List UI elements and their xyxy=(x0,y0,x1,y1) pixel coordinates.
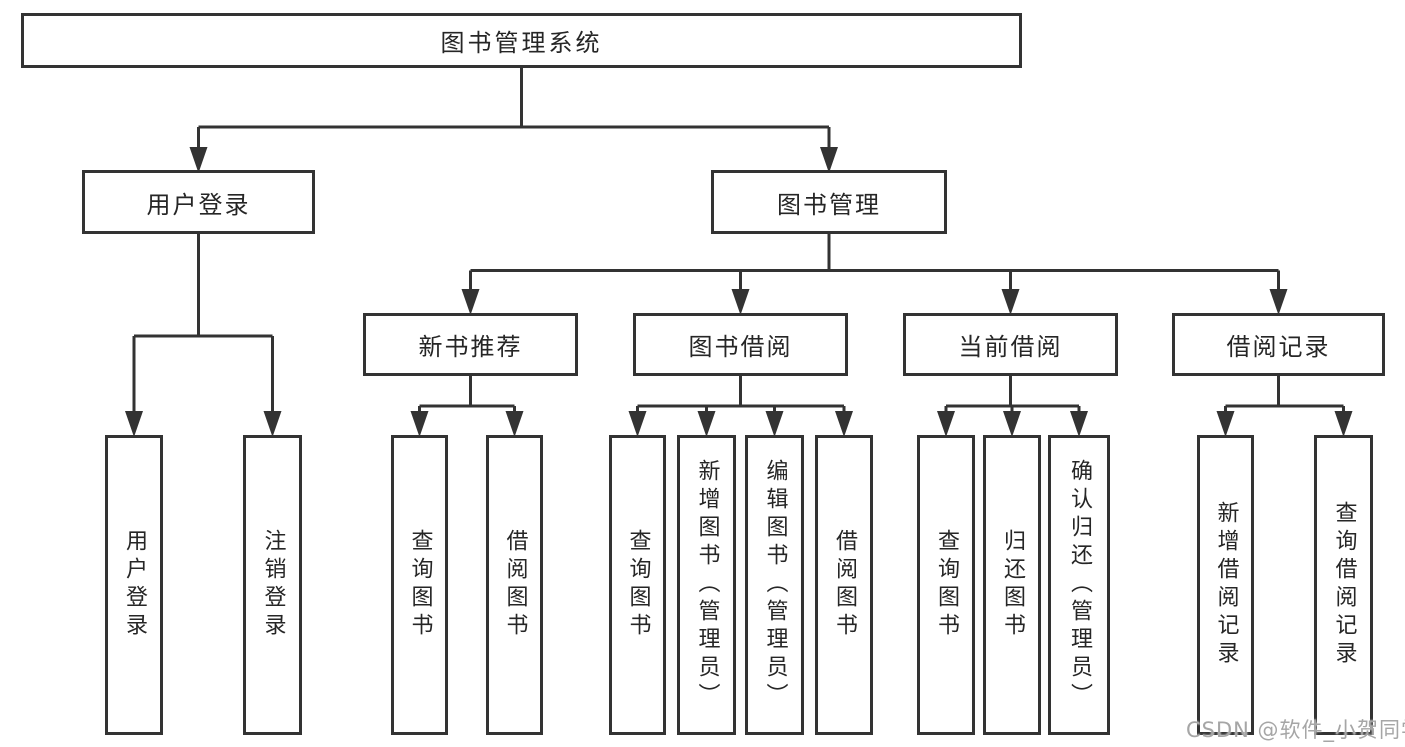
leaf-query-books-current: 查询图书 xyxy=(917,435,975,735)
node-current-borrowing: 当前借阅 xyxy=(903,313,1118,376)
node-new-book-recommend: 新书推荐 xyxy=(363,313,578,376)
leaf-logout: 注销登录 xyxy=(243,435,302,735)
node-borrowing-records: 借阅记录 xyxy=(1172,313,1385,376)
csdn-watermark: CSDN @软件_小贺同学 xyxy=(1186,718,1405,742)
leaf-query-books-borrowing: 查询图书 xyxy=(609,435,666,735)
leaf-add-books-admin: 新增图书（管理员） xyxy=(677,435,736,735)
leaf-query-books-recommend: 查询图书 xyxy=(391,435,448,735)
leaf-return-books: 归还图书 xyxy=(983,435,1041,735)
leaf-confirm-return-admin: 确认归还（管理员） xyxy=(1048,435,1110,735)
node-user-login: 用户登录 xyxy=(82,170,315,234)
leaf-borrow-books-borrowing: 借阅图书 xyxy=(815,435,873,735)
leaf-add-borrow-record: 新增借阅记录 xyxy=(1197,435,1254,735)
leaf-user-login: 用户登录 xyxy=(105,435,163,735)
leaf-query-borrow-record: 查询借阅记录 xyxy=(1314,435,1373,735)
leaf-borrow-books-recommend: 借阅图书 xyxy=(486,435,543,735)
node-root: 图书管理系统 xyxy=(21,13,1022,68)
node-book-borrowing: 图书借阅 xyxy=(633,313,848,376)
node-book-management: 图书管理 xyxy=(711,170,947,234)
leaf-edit-books-admin: 编辑图书（管理员） xyxy=(745,435,804,735)
